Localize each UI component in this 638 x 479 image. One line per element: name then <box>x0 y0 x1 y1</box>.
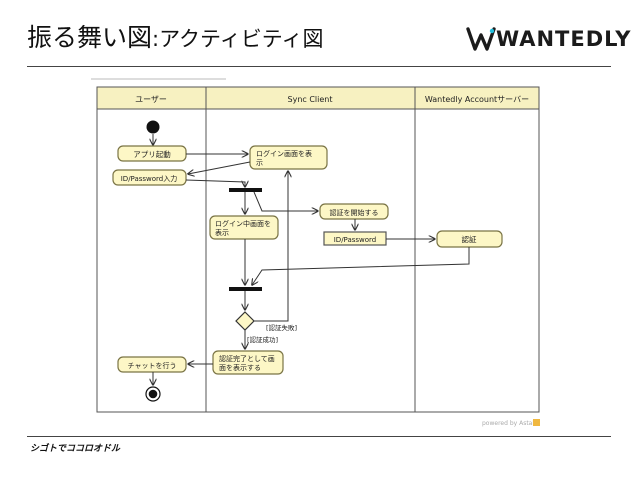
label-auth: 認証 <box>462 234 477 244</box>
join-bar <box>229 287 262 291</box>
wantedly-w-icon <box>466 27 496 51</box>
initial-node <box>146 120 160 134</box>
label-show-login-2: 示 <box>256 159 263 167</box>
label-app-launch: アプリ起動 <box>133 150 171 159</box>
edge-auth-to-join <box>252 247 470 285</box>
lane-label-client: Sync Client <box>288 95 333 104</box>
astah-icon <box>533 419 540 426</box>
label-start-auth: 認証を開始する <box>330 208 379 217</box>
final-node-inner <box>148 389 158 399</box>
lane-label-user: ユーザー <box>135 95 167 104</box>
edge-fork-to-start-auth <box>253 191 318 211</box>
logo-text: WANTEDLY <box>496 27 632 51</box>
edge-decision-fail-to-login <box>254 171 288 322</box>
action-show-login <box>249 145 328 170</box>
label-logging-in-2: 表示 <box>215 228 229 237</box>
action-id-password-input <box>112 169 187 186</box>
label-logging-in-1: ログイン中画面を <box>215 219 271 228</box>
action-start-auth <box>319 203 389 220</box>
label-auth-done-1: 認証完了として画 <box>219 354 275 363</box>
slide-title: 振る舞い図:アクティビティ図 <box>27 18 324 54</box>
slide-title-sub: :アクティビティ図 <box>152 27 324 51</box>
label-show-login-1: ログイン画面を表 <box>256 149 312 158</box>
footer-slogan: シゴトでココロオドル <box>30 444 121 454</box>
astah-watermark: powered by Astah <box>482 420 536 427</box>
footer-divider <box>27 436 611 437</box>
lane-label-server: Wantedly Accountサーバー <box>425 95 529 104</box>
action-logging-in <box>209 215 279 240</box>
label-chat: チャットを行う <box>128 361 177 370</box>
header-divider <box>27 66 611 67</box>
lane-header-server <box>414 86 540 110</box>
label-id-password-input: ID/Password入力 <box>121 174 178 183</box>
fork-bar <box>229 188 262 192</box>
guard-success: [認証成功] <box>247 335 278 344</box>
edge-input-to-fork <box>185 179 245 187</box>
edge-login-to-input <box>188 161 251 174</box>
action-chat <box>117 356 187 373</box>
guard-fail: [認証失敗] <box>266 323 297 332</box>
wantedly-logo: WANTEDLY <box>466 24 631 54</box>
label-auth-done-2: 面を表示する <box>219 363 261 372</box>
slide-title-main: 振る舞い図 <box>27 23 153 52</box>
label-id-password: ID/Password <box>334 236 377 244</box>
action-auth-done <box>212 350 284 375</box>
